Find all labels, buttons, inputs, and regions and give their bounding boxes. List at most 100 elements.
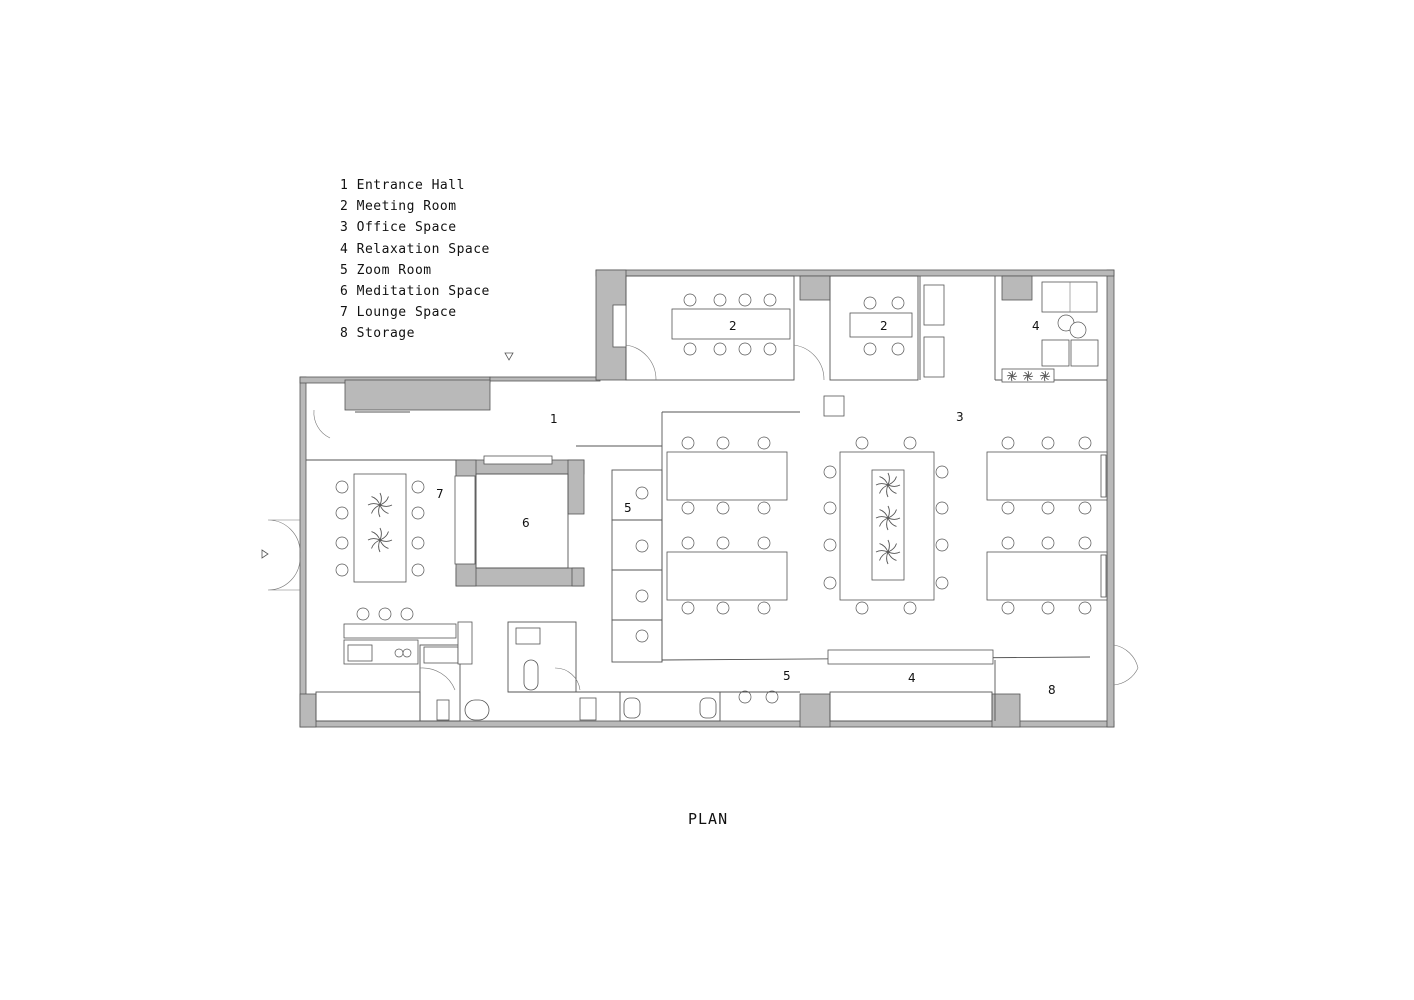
chair xyxy=(713,293,727,307)
chair xyxy=(411,536,425,550)
plant-icon xyxy=(367,492,393,518)
chair xyxy=(411,506,425,520)
chair xyxy=(635,629,649,643)
chair xyxy=(635,486,649,500)
room-label-storage: 8 xyxy=(1048,683,1056,697)
chair xyxy=(863,296,877,310)
chair xyxy=(1078,601,1092,615)
chair xyxy=(1041,536,1055,550)
room-label-office-space: 3 xyxy=(956,410,964,424)
plant-icon xyxy=(1039,370,1051,382)
chair xyxy=(855,601,869,615)
legend-item-5: 5 Zoom Room xyxy=(340,262,432,278)
chair xyxy=(738,293,752,307)
chair xyxy=(681,436,695,450)
chair xyxy=(635,539,649,553)
plant-icon xyxy=(1022,370,1034,382)
chair xyxy=(1041,501,1055,515)
chair xyxy=(1001,536,1015,550)
chair xyxy=(411,563,425,577)
relaxation-lower xyxy=(661,644,1139,722)
chair xyxy=(757,601,771,615)
chair xyxy=(335,506,349,520)
chair xyxy=(738,342,752,356)
plant-icon xyxy=(875,472,901,498)
legend-item-2: 2 Meeting Room xyxy=(340,199,457,215)
chair xyxy=(716,501,730,515)
chair xyxy=(903,436,917,450)
chair xyxy=(863,342,877,356)
chair xyxy=(335,536,349,550)
chair xyxy=(716,536,730,550)
legend-item-7: 7 Lounge Space xyxy=(340,305,457,321)
chair xyxy=(683,342,697,356)
room-legend: 1 Entrance Hall 2 Meeting Room 3 Office … xyxy=(340,175,490,345)
legend-item-6: 6 Meditation Space xyxy=(340,284,490,300)
chair xyxy=(335,480,349,494)
room-label-meeting-room-a: 2 xyxy=(729,319,737,333)
room-label-meditation-space: 6 xyxy=(522,516,530,530)
chair xyxy=(716,601,730,615)
chair xyxy=(765,690,779,704)
chair xyxy=(681,501,695,515)
chair xyxy=(356,607,370,621)
lounge-space xyxy=(261,352,514,722)
chair xyxy=(1041,436,1055,450)
room-label-relaxation-upper: 4 xyxy=(1032,319,1040,333)
chair xyxy=(713,342,727,356)
room-numbers: 1 2 2 3 4 4 5 5 6 7 8 xyxy=(436,319,1056,697)
chair xyxy=(1041,601,1055,615)
chair xyxy=(935,538,949,552)
meeting-rooms xyxy=(612,275,945,381)
relaxation-upper xyxy=(994,276,1107,383)
office-desks xyxy=(661,395,1108,601)
chair xyxy=(935,501,949,515)
room-label-entrance-hall: 1 xyxy=(550,412,558,426)
chair xyxy=(757,436,771,450)
legend-item-4: 4 Relaxation Space xyxy=(340,241,490,257)
chair xyxy=(823,576,837,590)
room-label-zoom-room-b: 5 xyxy=(783,669,791,683)
chair xyxy=(855,436,869,450)
legend-item-1: 1 Entrance Hall xyxy=(340,178,465,193)
chair xyxy=(400,607,414,621)
chair xyxy=(935,576,949,590)
plan-title: PLAN xyxy=(688,810,729,828)
chair xyxy=(763,342,777,356)
chair xyxy=(716,436,730,450)
legend-item-3: 3 Office Space xyxy=(340,220,457,236)
chair xyxy=(378,607,392,621)
chair xyxy=(1001,501,1015,515)
chair xyxy=(681,601,695,615)
chair xyxy=(683,293,697,307)
chair xyxy=(891,342,905,356)
chair xyxy=(1078,436,1092,450)
chair xyxy=(763,293,777,307)
legend-item-8: 8 Storage xyxy=(340,326,415,342)
chair xyxy=(635,589,649,603)
plant-icon xyxy=(1006,370,1018,382)
chair xyxy=(757,536,771,550)
chair xyxy=(823,465,837,479)
chair xyxy=(903,601,917,615)
plant-icon xyxy=(367,527,393,553)
chair xyxy=(823,538,837,552)
chair xyxy=(823,501,837,515)
chair xyxy=(1078,501,1092,515)
room-label-relaxation-lower: 4 xyxy=(908,671,916,685)
chair xyxy=(1078,536,1092,550)
chair xyxy=(1001,601,1015,615)
room-label-zoom-room-a: 5 xyxy=(624,501,632,515)
plant-icon xyxy=(875,539,901,565)
chair xyxy=(757,501,771,515)
chair xyxy=(411,480,425,494)
chair xyxy=(1001,436,1015,450)
room-label-meeting-room-b: 2 xyxy=(880,319,888,333)
chair xyxy=(935,465,949,479)
room-label-lounge-space: 7 xyxy=(436,487,444,501)
chairs xyxy=(335,293,1092,704)
chair xyxy=(738,690,752,704)
chair xyxy=(681,536,695,550)
plant-icon xyxy=(875,505,901,531)
